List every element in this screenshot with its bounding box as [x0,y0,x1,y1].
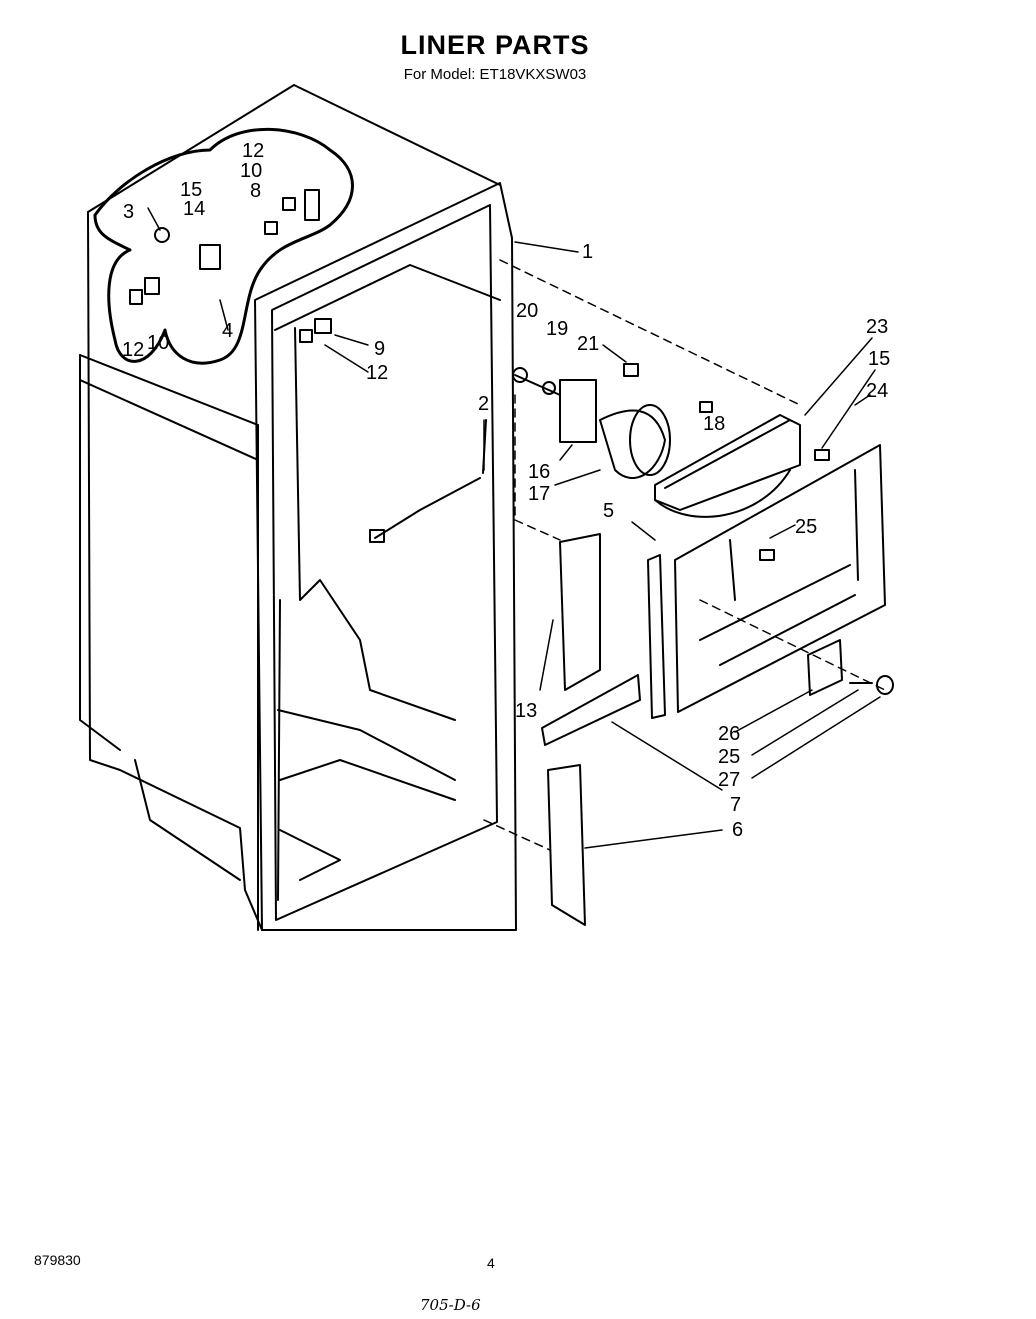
callout-19: 19 [546,318,568,340]
callout-25b: 25 [718,746,740,768]
baffle-13 [559,533,601,691]
callout-20: 20 [516,300,538,322]
liner-frame [254,182,517,931]
callout-5: 5 [603,500,614,522]
callout-26: 26 [718,723,740,745]
air-duct-grille [654,414,801,518]
callout-25a: 25 [795,516,817,538]
shield-6 [547,764,586,926]
bracket-26 [807,639,894,696]
assembly-lines [483,259,886,851]
insulation-patch [93,127,354,365]
callout-14: 14 [183,198,205,220]
callout-21: 21 [577,333,599,355]
callout-15a: 15 [180,179,202,201]
cabinet-outline [79,84,501,931]
callout-1: 1 [582,241,593,263]
callout-labels: 1 2 3 4 5 6 7 8 9 10 10 12 12 12 13 14 1… [122,140,890,841]
rear-cover-panel [674,444,886,713]
callout-10b: 10 [147,332,169,354]
callout-10a: 10 [240,160,262,182]
model-subtitle: For Model: ET18VKXSW03 [403,66,587,83]
callout-4: 4 [222,320,233,342]
callout-8: 8 [250,180,261,202]
callout-9: 9 [374,338,385,360]
page-title: LINER PARTS [400,30,590,60]
page-number: 4 [487,1255,495,1271]
callout-18: 18 [703,413,725,435]
callout-12a: 12 [242,140,264,162]
callout-17: 17 [528,483,550,505]
channel-strip [647,554,666,719]
handwritten-stamp: 705-D-6 [420,1296,481,1314]
thermostat-wire [369,419,487,543]
drawing-code: 879830 [34,1252,81,1268]
callout-16: 16 [528,461,550,483]
callout-12b: 12 [122,339,144,361]
callout-12c: 12 [366,362,388,384]
callout-13: 13 [515,700,537,722]
callout-2: 2 [478,393,489,415]
callout-24: 24 [866,380,888,402]
callout-3: 3 [123,201,134,223]
baffle-7 [541,674,641,746]
callout-23: 23 [866,316,888,338]
callout-15b: 15 [868,348,890,370]
fan-motor-assembly [512,363,671,480]
leader-lines [147,207,881,849]
callout-27: 27 [718,769,740,791]
callout-6: 6 [732,819,743,841]
hardware-clips [129,189,830,561]
callout-7: 7 [730,794,741,816]
